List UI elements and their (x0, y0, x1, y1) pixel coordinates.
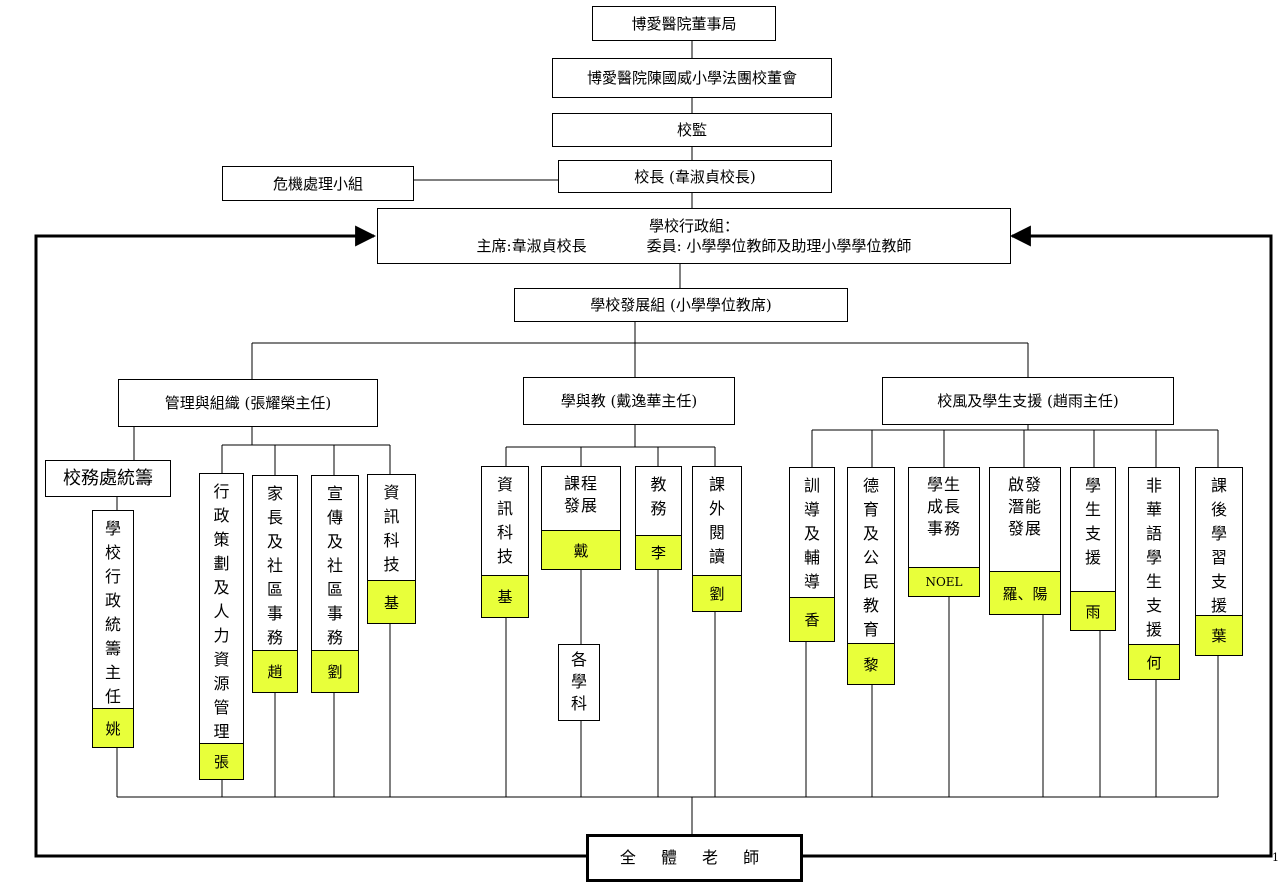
dept-management-label: 管理與組織 (張耀榮主任) (164, 394, 332, 412)
unit-it-teaching: 資訊科技 基 (481, 466, 529, 618)
staff-tag: 戴 (541, 530, 621, 570)
unit-label: 學生成長事務 (926, 475, 961, 538)
unit-label: 德育及公民教育 (862, 476, 879, 639)
unit-label: 資訊科技 (383, 483, 400, 574)
unit-label: 非華語學生支援 (1145, 476, 1162, 639)
unit-student-growth: 學生成長事務 NOEL (908, 467, 980, 597)
staff-tag: 劉 (692, 575, 742, 612)
unit-extra-reading: 課外閱讀 劉 (692, 466, 742, 612)
unit-curriculum: 課程發展 戴 (541, 466, 621, 570)
unit-after-school-support: 課後學習支援 葉 (1195, 467, 1243, 656)
staff-tag: 趙 (252, 650, 298, 693)
unit-academic-affairs: 教務 李 (635, 466, 682, 570)
staff-tag: 雨 (1070, 591, 1116, 631)
staff-tag: 黎 (847, 643, 895, 685)
dept-support-label: 校風及學生支援 (趙雨主任) (937, 392, 1119, 410)
unit-parent-community: 家長及社區事務 趙 (252, 475, 298, 693)
unit-moral-civic: 德育及公民教育 黎 (847, 467, 895, 685)
hospital-board-box: 博愛醫院董事局 (592, 6, 776, 41)
staff-tag: 基 (481, 575, 529, 618)
supervisor-label: 校監 (676, 121, 707, 139)
unit-admin-coordinator: 學校行政統籌主任 姚 (92, 510, 134, 748)
school-office-box: 校務處統籌 (45, 460, 171, 497)
unit-non-chinese-support: 非華語學生支援 何 (1128, 467, 1180, 680)
staff-tag: 基 (367, 580, 416, 624)
staff-tag: 香 (789, 597, 835, 642)
admin-group-box: 學校行政組： 主席:韋淑貞校長 委員: 小學學位教師及助理小學學位教師 (377, 208, 1011, 264)
development-group-box: 學校發展組 (小學學位教席) (514, 288, 848, 322)
all-teachers-box: 全 體 老 師 (586, 834, 803, 882)
crisis-team-label: 危機處理小組 (272, 174, 363, 193)
all-teachers-label: 全 體 老 師 (619, 848, 770, 868)
unit-label: 教務 (650, 475, 667, 518)
crisis-team-box: 危機處理小組 (222, 166, 414, 201)
staff-tag: 李 (635, 535, 682, 570)
dept-management-box: 管理與組織 (張耀榮主任) (118, 379, 378, 427)
unit-label: 宣傳及社區事務 (326, 484, 343, 647)
unit-label: 家長及社區事務 (266, 484, 283, 647)
unit-it-management: 資訊科技 基 (367, 474, 416, 624)
subjects-label: 各學科 (570, 650, 587, 713)
admin-group-title: 學校行政組： (648, 217, 739, 235)
principal-label: 校長 (韋淑貞校長) (634, 167, 756, 186)
unit-label: 課外閱讀 (708, 475, 725, 566)
unit-label: 學生支援 (1084, 476, 1101, 567)
school-board-box: 博愛醫院陳國威小學法團校董會 (552, 58, 832, 98)
school-board-label: 博愛醫院陳國威小學法團校董會 (586, 69, 797, 87)
supervisor-box: 校監 (552, 113, 832, 147)
unit-label: 課後學習支援 (1210, 476, 1227, 615)
unit-hr-planning: 行政策劃及人力資源管理 張 (199, 473, 244, 780)
dept-support-box: 校風及學生支援 (趙雨主任) (882, 377, 1174, 425)
development-group-label: 學校發展組 (小學學位教席) (590, 296, 772, 314)
hospital-board-label: 博愛醫院董事局 (631, 14, 737, 33)
staff-tag: 張 (199, 743, 244, 780)
unit-student-support: 學生支援 雨 (1070, 467, 1116, 631)
staff-tag: NOEL (908, 567, 980, 597)
staff-tag: 葉 (1195, 615, 1243, 656)
principal-box: 校長 (韋淑貞校長) (558, 160, 832, 193)
unit-label: 訓導及輔導 (803, 476, 820, 591)
dept-teaching-box: 學與教 (戴逸華主任) (523, 377, 735, 425)
dept-teaching-label: 學與教 (戴逸華主任) (560, 392, 698, 410)
subjects-box: 各學科 (558, 644, 600, 721)
staff-tag: 姚 (92, 708, 134, 748)
unit-discipline-guidance: 訓導及輔導 香 (789, 467, 835, 642)
staff-tag: 何 (1128, 644, 1180, 680)
unit-label: 資訊科技 (496, 475, 513, 566)
staff-tag: 劉 (311, 650, 359, 693)
unit-potential-development: 啟發潛能發展 羅、陽 (989, 467, 1061, 615)
unit-label: 課程發展 (563, 474, 598, 515)
school-office-label: 校務處統籌 (63, 467, 153, 489)
unit-label: 啟發潛能發展 (1007, 475, 1042, 538)
staff-tag: 羅、陽 (989, 571, 1061, 615)
admin-group-chair: 主席:韋淑貞校長 (476, 237, 587, 255)
unit-label: 行政策劃及人力資源管理 (213, 482, 230, 741)
unit-publicity: 宣傳及社區事務 劉 (311, 475, 359, 693)
unit-label: 學校行政統籌主任 (104, 519, 121, 706)
admin-group-members: 委員: 小學學位教師及助理小學學位教師 (646, 237, 912, 255)
page-number: 1 (1272, 851, 1279, 864)
